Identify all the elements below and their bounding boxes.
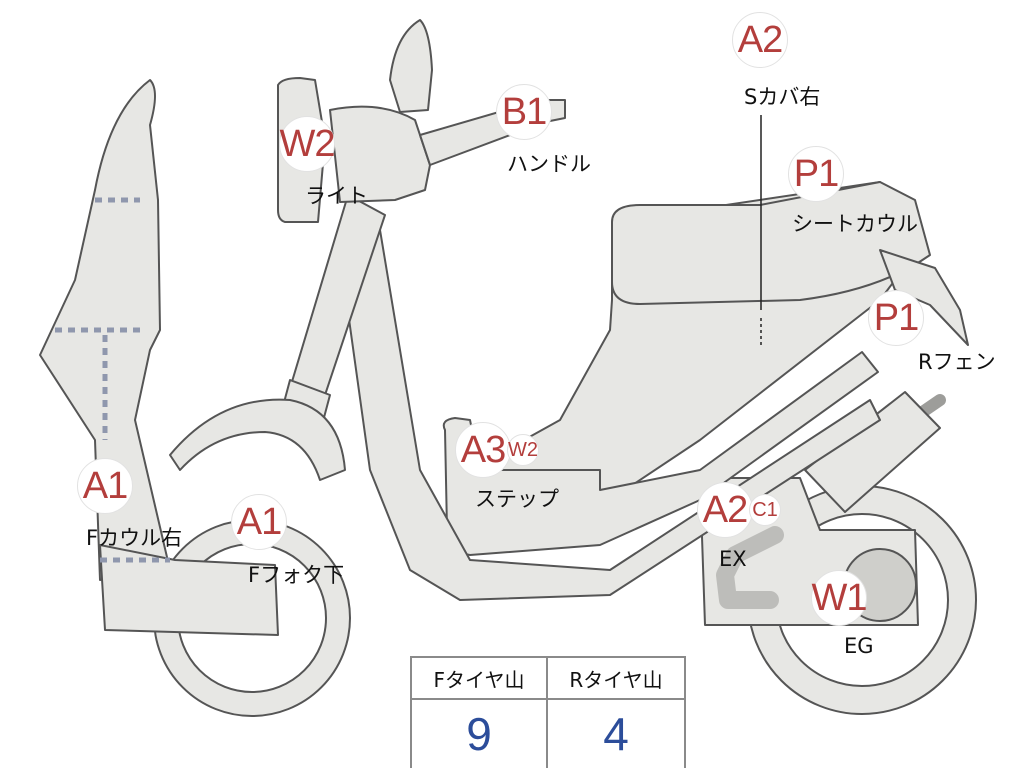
exhaust-pipe — [716, 526, 784, 609]
grade-tag-light: W2 — [279, 116, 336, 172]
headlight-housing — [329, 105, 431, 203]
front-lower-panel — [99, 544, 279, 636]
part-label-side-cover: Sカバ右 — [744, 85, 821, 109]
grade-badge: A2 — [697, 482, 753, 538]
front-cowl — [39, 79, 171, 581]
part-label-light: ライト — [305, 184, 368, 208]
part-label-exhaust: EX — [719, 547, 747, 571]
grade-tag-step: A3 W2 — [455, 422, 539, 478]
grade-badge: P1 — [788, 146, 844, 202]
grade-badge: A1 — [231, 494, 287, 550]
grade-tag-engine: W1 — [811, 570, 868, 626]
windshield — [389, 19, 433, 113]
grade-badge: A3 — [455, 422, 511, 478]
grade-tag-seat-cowl: P1 — [788, 146, 844, 202]
part-label-handle: ハンドル — [507, 152, 591, 176]
grade-badge: B1 — [496, 84, 552, 140]
part-label-front-fork: Fフォク下 — [248, 563, 345, 587]
grade-badge: A2 — [732, 12, 788, 68]
table-value-rear-tire: 4 — [603, 708, 629, 760]
grade-tag-exhaust: A2 C1 — [697, 482, 781, 538]
part-label-front-cowl: Fカウル右 — [86, 526, 183, 550]
grade-tag-front-fork: A1 — [231, 494, 287, 550]
grade-badge: P1 — [868, 290, 924, 346]
tire-tread-table: Fタイヤ山 Rタイヤ山 9 4 — [410, 656, 686, 768]
grade-tag-rear-fender: P1 — [868, 290, 924, 346]
grade-tag-handle: B1 — [496, 84, 552, 140]
grade-badge: W2 — [279, 116, 336, 172]
part-label-step: ステップ — [475, 487, 559, 511]
grade-badge: W1 — [811, 570, 868, 626]
grade-badge-extra: W2 — [507, 434, 539, 466]
front-fender — [169, 398, 346, 481]
grade-tag-front-cowl: A1 — [77, 458, 133, 514]
table-value-front-tire: 9 — [412, 700, 548, 768]
part-label-seat-cowl: シートカウル — [792, 212, 918, 236]
table-header-front-tire: Fタイヤ山 — [412, 658, 548, 700]
grade-tag-side-cover: A2 — [732, 12, 788, 68]
part-label-rear-fender: Rフェン — [918, 350, 996, 374]
grade-badge-extra: C1 — [749, 494, 781, 526]
seat — [611, 181, 931, 305]
part-label-engine: EG — [844, 634, 874, 658]
table-header-rear-tire: Rタイヤ山 — [548, 658, 684, 700]
grade-badge: A1 — [77, 458, 133, 514]
